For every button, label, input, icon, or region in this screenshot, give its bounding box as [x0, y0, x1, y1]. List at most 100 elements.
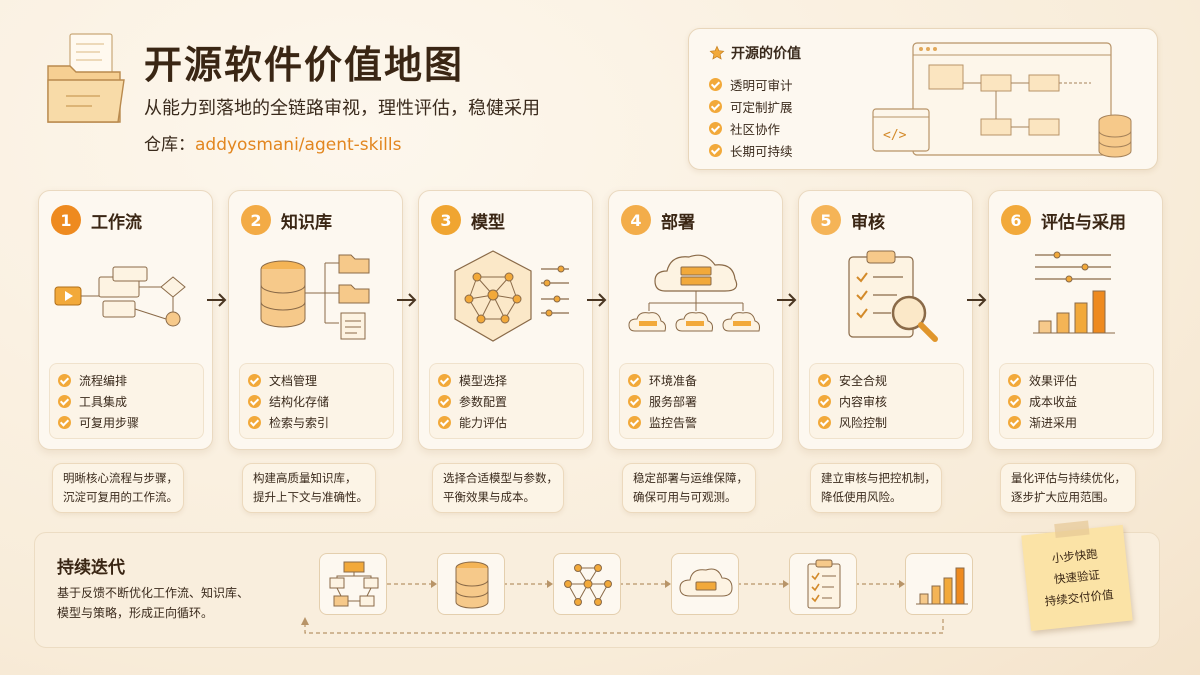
step-description-line: 量化评估与持续优化，	[1011, 471, 1126, 485]
iteration-model-box	[553, 553, 621, 615]
check-icon	[709, 143, 722, 157]
tape-decoration	[1054, 520, 1090, 539]
database-icon	[455, 561, 489, 609]
page-subtitle: 从能力到落地的全链路审视，理性评估，稳健采用	[144, 98, 540, 119]
check-icon	[438, 374, 451, 387]
value-item: 透明可审计	[709, 73, 801, 95]
step-card-review: 5 审核 安全合规 内容审核 风险控制	[798, 190, 973, 450]
step-title: 模型	[471, 212, 505, 233]
step-point: 服务部署	[628, 391, 765, 412]
value-title-text: 开源的价值	[731, 46, 801, 62]
step-description-line: 平衡效果与成本。	[443, 490, 535, 504]
check-icon	[438, 395, 451, 408]
step-header: 2 知识库	[241, 205, 332, 235]
step-point-label: 能力评估	[459, 416, 508, 430]
step-number-badge: 5	[811, 205, 841, 235]
step-point: 安全合规	[818, 370, 955, 391]
step-point-label: 流程编排	[79, 374, 128, 388]
value-list: 开源的价值 透明可审计 可定制扩展 社区协作 长期可持续	[709, 43, 801, 161]
step-point: 风险控制	[818, 412, 955, 433]
step-description-line: 沉淀可复用的工作流。	[63, 490, 178, 504]
step-points-list: 文档管理 结构化存储 检索与索引	[239, 363, 394, 439]
step-point: 监控告警	[628, 412, 765, 433]
database-documents-icon	[260, 254, 370, 340]
arrow-right-icon	[967, 293, 987, 307]
step-point-label: 文档管理	[269, 374, 318, 388]
step-card-knowledge-base: 2 知识库 文档管理 结构化存储 检索与索引	[228, 190, 403, 450]
step-point-label: 检索与索引	[269, 416, 330, 430]
step-header: 6 评估与采用	[1001, 205, 1126, 235]
step-description: 建立审核与把控机制， 降低使用风险。	[810, 463, 942, 513]
step-title: 工作流	[91, 212, 142, 233]
iteration-loop-lines	[301, 580, 944, 634]
step-point: 内容审核	[818, 391, 955, 412]
iteration-chart-box	[905, 553, 973, 615]
step-point: 效果评估	[1008, 370, 1145, 391]
step-point-label: 模型选择	[459, 374, 508, 388]
cloud-server-icon	[679, 568, 733, 597]
network-icon	[564, 564, 612, 606]
step-header: 3 模型	[431, 205, 505, 235]
bar-chart-sliders-icon	[1033, 251, 1115, 334]
value-item-label: 社区协作	[730, 121, 781, 137]
step-point-label: 效果评估	[1029, 374, 1078, 388]
step-description-line: 选择合适模型与参数，	[443, 471, 558, 485]
checklist-icon	[807, 559, 841, 609]
check-icon	[818, 416, 831, 429]
step-description: 量化评估与持续优化， 逐步扩大应用范围。	[1000, 463, 1136, 513]
step-description-line: 降低使用风险。	[821, 490, 902, 504]
step-title: 评估与采用	[1041, 212, 1126, 233]
check-icon	[1008, 374, 1021, 387]
step-points-list: 安全合规 内容审核 风险控制	[809, 363, 964, 439]
iteration-description-line: 基于反馈不断优化工作流、知识库、	[57, 586, 250, 600]
architecture-illustration: </>	[872, 42, 1132, 158]
step-description-line: 稳定部署与运维保障，	[633, 471, 748, 485]
step-points-list: 模型选择 参数配置 能力评估	[429, 363, 584, 439]
check-icon	[1008, 395, 1021, 408]
repo-link[interactable]: addyosmani/agent-skills	[195, 135, 402, 155]
step-title: 知识库	[281, 212, 332, 233]
step-point: 结构化存储	[248, 391, 385, 412]
workflow-icon	[329, 561, 379, 607]
step-header: 5 审核	[811, 205, 885, 235]
value-item: 社区协作	[709, 117, 801, 139]
step-point-label: 成本收益	[1029, 395, 1078, 409]
step-description: 构建高质量知识库， 提升上下文与准确性。	[242, 463, 376, 513]
step-point-label: 工具集成	[79, 395, 128, 409]
value-card-title: 开源的价值	[709, 43, 801, 63]
step-description-line: 构建高质量知识库，	[253, 471, 357, 485]
step-card-evaluation: 6 评估与采用 效果评估 成本收益 渐进采用	[988, 190, 1163, 450]
neural-network-icon	[454, 250, 569, 342]
step-point: 参数配置	[438, 391, 575, 412]
step-points-list: 流程编排 工具集成 可复用步骤	[49, 363, 204, 439]
step-number-badge: 2	[241, 205, 271, 235]
step-description: 选择合适模型与参数， 平衡效果与成本。	[432, 463, 564, 513]
sticky-note: 小步快跑 快速验证 持续交付价值	[1021, 520, 1133, 632]
iteration-description: 基于反馈不断优化工作流、知识库、 模型与策略，形成正向循环。	[57, 583, 249, 623]
step-point-label: 渐进采用	[1029, 416, 1078, 430]
step-point: 工具集成	[58, 391, 195, 412]
value-card: 开源的价值 透明可审计 可定制扩展 社区协作 长期可持续 </>	[688, 28, 1158, 170]
svg-text:</>: </>	[883, 128, 907, 143]
step-point: 渐进采用	[1008, 412, 1145, 433]
step-description: 明晰核心流程与步骤， 沉淀可复用的工作流。	[52, 463, 184, 513]
check-icon	[628, 374, 641, 387]
check-icon	[628, 395, 641, 408]
step-point: 能力评估	[438, 412, 575, 433]
check-icon	[818, 374, 831, 387]
cloud-deploy-icon	[628, 254, 760, 332]
arrow-right-icon	[207, 293, 227, 307]
step-points-list: 环境准备 服务部署 监控告警	[619, 363, 774, 439]
check-icon	[58, 416, 71, 429]
step-point-label: 风险控制	[839, 416, 888, 430]
step-point: 可复用步骤	[58, 412, 195, 433]
value-item-label: 可定制扩展	[730, 99, 793, 115]
step-point: 环境准备	[628, 370, 765, 391]
check-icon	[248, 374, 261, 387]
iteration-workflow-box	[319, 553, 387, 615]
step-points-list: 效果评估 成本收益 渐进采用	[999, 363, 1154, 439]
check-icon	[709, 99, 722, 113]
iteration-title: 持续迭代	[57, 558, 125, 578]
iteration-checklist-box	[789, 553, 857, 615]
folder-icon	[47, 33, 125, 123]
